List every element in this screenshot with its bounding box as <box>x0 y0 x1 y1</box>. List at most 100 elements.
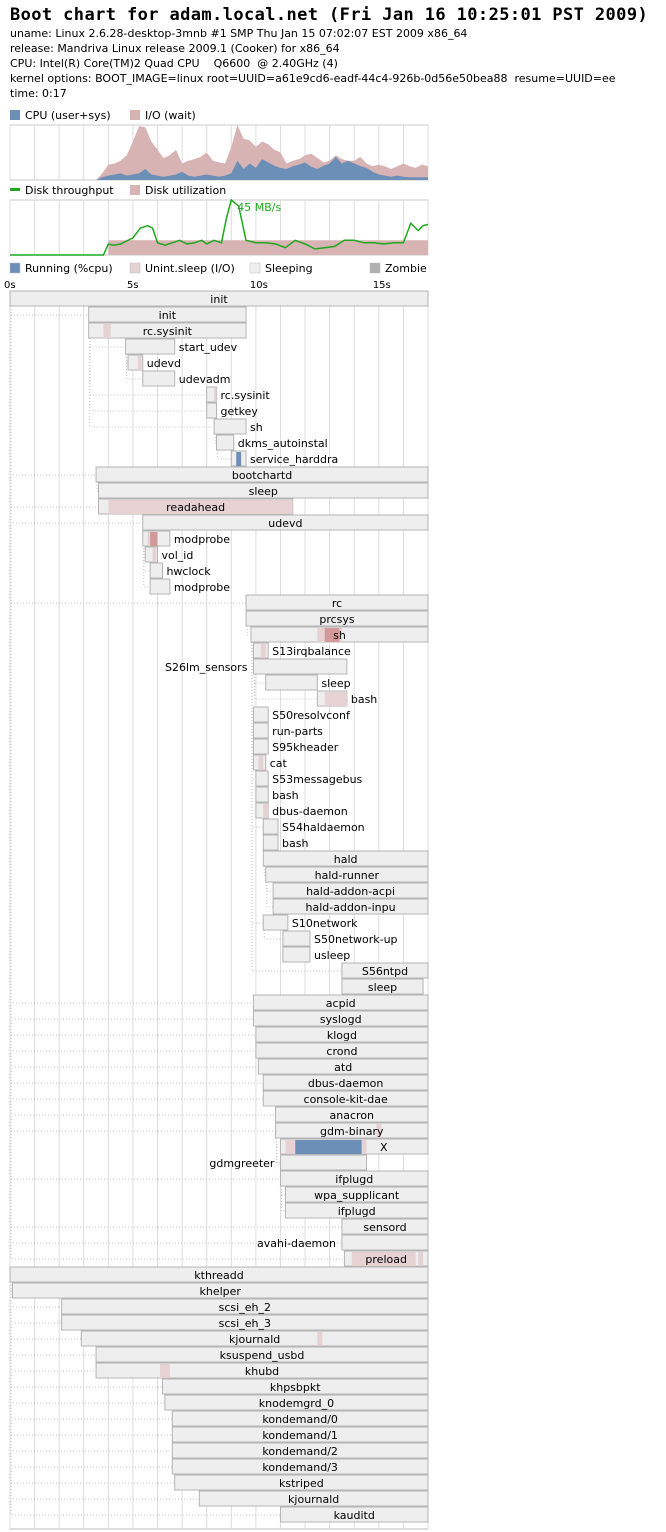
process-bar <box>206 386 218 403</box>
process-label: S10network <box>292 917 358 930</box>
process-tree-connector <box>251 642 264 828</box>
process-label: hald <box>334 853 358 866</box>
process-tree-connector <box>143 530 151 572</box>
running-legend-label: Running (%cpu) <box>25 262 113 275</box>
time-axis-tick-label: 15s <box>373 280 391 291</box>
process-bar <box>262 834 279 851</box>
kernel-options-line: kernel options: BOOT_IMAGE=linux root=UU… <box>10 72 616 85</box>
boot-time-line: time: 0:17 <box>10 87 67 100</box>
process-bar <box>206 402 218 419</box>
process-tree-connector <box>253 674 318 700</box>
process-io-segment <box>159 1364 170 1378</box>
process-bar <box>142 514 429 531</box>
process-bar <box>255 770 269 787</box>
process-label: kondemand/0 <box>262 1413 338 1426</box>
sleeping-legend-swatch <box>249 262 261 274</box>
zombie-legend-swatch <box>369 262 381 274</box>
process-label: sh <box>333 629 346 642</box>
process-bar <box>88 306 247 323</box>
process-bar <box>142 370 176 387</box>
chart-title: Boot chart for adam.local.net (Fri Jan 1… <box>10 5 649 25</box>
process-tree-connector <box>126 354 143 380</box>
process-tree-connector <box>263 930 283 940</box>
process-io-segment <box>108 500 293 514</box>
io-legend-swatch <box>130 110 140 120</box>
process-bar <box>255 786 269 803</box>
process-label: sensord <box>363 1221 406 1234</box>
process-label: S54haldaemon <box>282 821 365 834</box>
process-bar <box>213 418 247 435</box>
process-label: vol_id <box>162 549 194 562</box>
process-bar <box>171 1442 429 1459</box>
process-bar <box>95 1362 429 1379</box>
process-label: preload <box>365 1253 407 1266</box>
process-label: bash <box>282 837 308 850</box>
process-io-segment <box>324 692 347 706</box>
process-label: acpid <box>326 997 356 1010</box>
process-label: ksuspend_usbd <box>220 1349 305 1362</box>
process-io-segment <box>418 1252 424 1266</box>
process-io-segment <box>214 388 217 402</box>
process-bar <box>272 882 429 899</box>
process-label: bash <box>351 693 377 706</box>
process-label: console-kit-dae <box>304 1093 388 1106</box>
disk-throughput-line <box>10 198 429 256</box>
process-label: gdm-binary <box>320 1125 384 1138</box>
process-label: dbus-daemon <box>308 1077 384 1090</box>
process-bar <box>255 1042 429 1059</box>
process-bar <box>341 978 424 995</box>
process-bar <box>341 962 429 979</box>
process-bar <box>95 466 429 483</box>
process-label: scsi_eh_2 <box>219 1301 271 1314</box>
process-label: syslogd <box>320 1013 362 1026</box>
process-bar <box>282 930 311 947</box>
process-label: bootchartd <box>232 469 292 482</box>
process-label: kondemand/2 <box>262 1445 338 1458</box>
process-label: udevd <box>147 357 181 370</box>
process-label: rc.sysinit <box>143 325 193 338</box>
process-bar <box>284 1186 429 1203</box>
process-bar <box>171 1458 429 1475</box>
process-io-segment <box>150 532 158 546</box>
process-io-segment <box>263 804 269 818</box>
process-label: modprobe <box>174 533 230 546</box>
process-bar <box>252 722 269 739</box>
release-line: release: Mandriva Linux release 2009.1 (… <box>10 42 340 55</box>
process-bar <box>61 1314 429 1331</box>
cpu-usage-area <box>10 156 428 180</box>
process-label: getkey <box>221 405 259 418</box>
utilization-legend-swatch <box>130 185 140 195</box>
process-bar <box>275 1122 429 1139</box>
process-bar <box>265 674 318 691</box>
process-bar <box>61 1298 429 1315</box>
process-label: start_udev <box>179 341 238 354</box>
process-bar <box>262 1090 429 1107</box>
process-label: kondemand/3 <box>262 1461 338 1474</box>
process-label: run-parts <box>272 725 323 738</box>
process-bar <box>245 594 429 611</box>
process-io-segment <box>103 324 111 338</box>
process-label: S50resolvconf <box>272 709 351 722</box>
throughput-peak-label: 45 MB/s <box>237 201 281 214</box>
utilization-legend-label: Disk utilization <box>145 184 226 197</box>
process-label: anacron <box>330 1109 375 1122</box>
process-tree-connector <box>143 530 151 588</box>
process-bar <box>149 578 171 595</box>
process-bar <box>11 1282 429 1299</box>
process-tree-connector <box>217 450 232 460</box>
process-bar <box>98 482 429 499</box>
process-label: modprobe <box>174 581 230 594</box>
process-label: crond <box>326 1045 357 1058</box>
process-bar <box>255 1026 429 1043</box>
process-label: X <box>380 1141 388 1154</box>
time-axis-tick-label: 5s <box>127 280 139 291</box>
process-label: sleep <box>368 981 397 994</box>
process-bar <box>95 1346 429 1363</box>
process-io-segment <box>260 644 266 658</box>
process-label: rc <box>332 597 342 610</box>
process-label: S26lm_sensors <box>165 661 248 674</box>
process-io-segment <box>324 628 340 642</box>
process-label: kjournald <box>288 1493 339 1506</box>
process-label: hwclock <box>166 565 211 578</box>
